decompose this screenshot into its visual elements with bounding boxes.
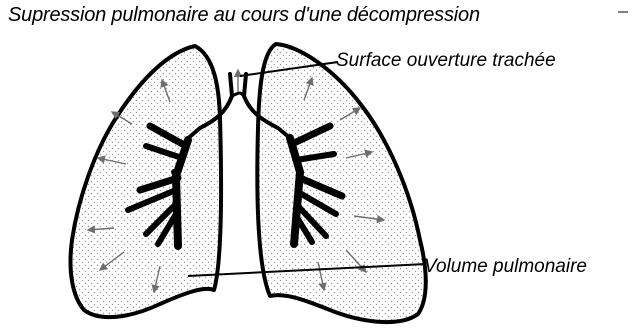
label-lung-volume: Volume pulmonaire: [424, 256, 587, 278]
right-lung: [257, 44, 425, 322]
label-trachea-surface: Surface ouverture trachée: [336, 50, 556, 72]
